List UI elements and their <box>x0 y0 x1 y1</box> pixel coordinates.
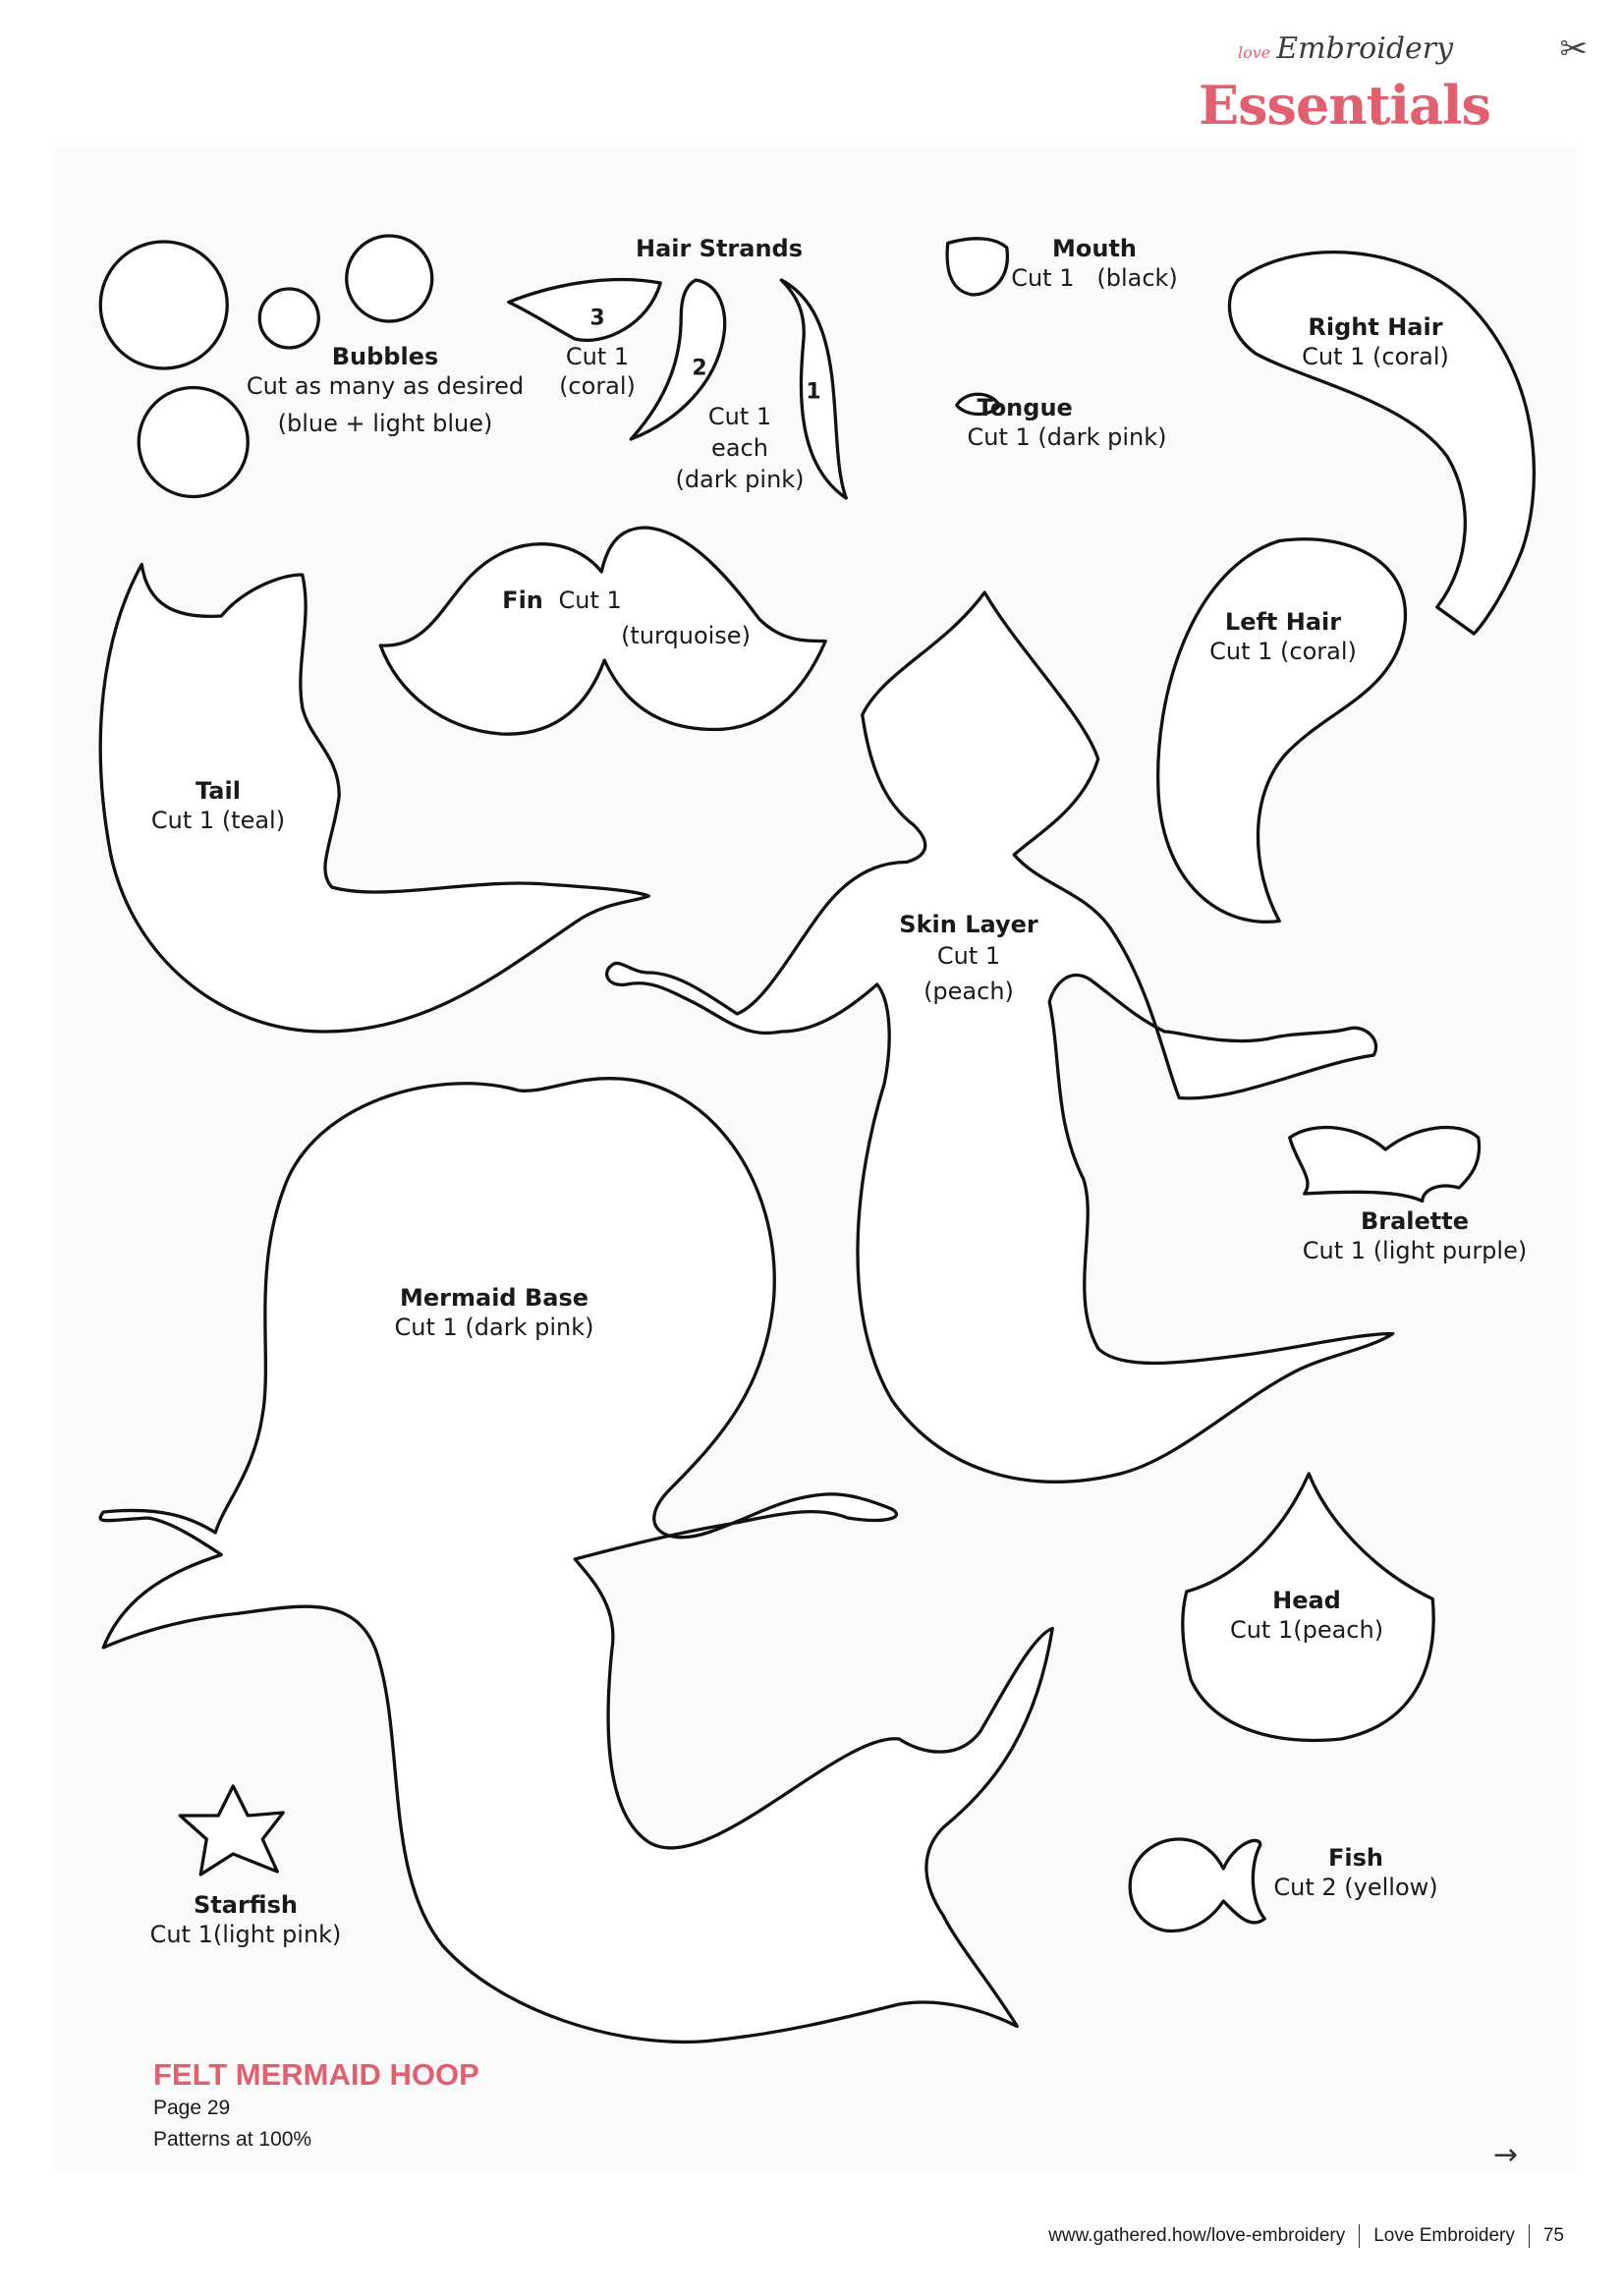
bubble-shape <box>345 234 434 323</box>
piece-cut: Cut 1 (black) <box>1011 264 1178 292</box>
piece-cut: Cut 2 (yellow) <box>1273 1874 1438 1901</box>
piece-cut: Cut 1(light pink) <box>149 1921 342 1948</box>
piece-name: Left Hair <box>1224 608 1342 636</box>
bralette-shape <box>1288 1125 1482 1204</box>
pattern-title: FELT MERMAID HOOP <box>153 2057 479 2092</box>
left-hair-shape <box>1156 537 1407 924</box>
logo-script: Embroidery <box>1276 31 1454 66</box>
scissors-icon: ✂ <box>1559 29 1589 69</box>
piece-name: Right Hair <box>1308 313 1443 341</box>
hair-strands-title: Hair Strands <box>636 234 803 263</box>
divider <box>1359 2224 1361 2248</box>
piece-name: Fish <box>1328 1844 1383 1872</box>
piece-cut: Cut 1 <box>936 942 1001 970</box>
divider <box>1528 2224 1530 2248</box>
hair-strands-1-2-label: Cut 1 each (dark pink) <box>675 401 804 495</box>
head-shape <box>1181 1472 1435 1743</box>
strand-number-2: 2 <box>692 356 707 381</box>
hair-strand-3-shape <box>507 277 662 342</box>
bubbles-label: Bubbles Cut as many as desired (blue + l… <box>247 342 524 438</box>
piece-color: (peach) <box>923 978 1014 1005</box>
piece-cut: Cut 1 (dark pink) <box>394 1314 594 1341</box>
piece-name: Fin <box>502 587 543 614</box>
bubble-shape <box>257 287 320 350</box>
piece-name: Tail <box>196 777 241 805</box>
fish-shape <box>1128 1837 1266 1933</box>
piece-color: (blue + light blue) <box>277 410 493 437</box>
brand-logo: love Embroidery ✂ Essentials <box>1199 29 1592 143</box>
piece-cut: Cut 1 <box>558 587 622 614</box>
pattern-scale: Patterns at 100% <box>153 2128 312 2151</box>
piece-cut: Cut 1 <box>707 403 772 430</box>
piece-cut: Cut 1(peach) <box>1229 1616 1384 1644</box>
hair-strand-3-label: Cut 1 (coral) <box>559 342 636 401</box>
tail-label: Tail Cut 1 (teal) <box>151 776 285 835</box>
piece-name: Mouth <box>1051 235 1137 262</box>
bubble-shape <box>98 240 229 370</box>
tongue-label: Tongue Cut 1 (dark pink) <box>968 393 1167 452</box>
piece-name: Head <box>1272 1587 1341 1614</box>
mermaid-base-shape <box>98 1077 1054 2044</box>
piece-cut: Cut 1 (coral) <box>1209 638 1357 665</box>
left-hair-label: Left Hair Cut 1 (coral) <box>1209 607 1357 666</box>
arrow-right-icon[interactable]: → <box>1493 2138 1519 2172</box>
fin-color: (turquoise) <box>621 622 751 649</box>
starfish-label: Starfish Cut 1(light pink) <box>150 1890 342 1949</box>
head-label: Head Cut 1(peach) <box>1230 1586 1383 1645</box>
logo-love: love <box>1238 43 1271 62</box>
piece-cut: Cut 1 (dark pink) <box>967 423 1167 451</box>
page-number: 75 <box>1542 2225 1564 2246</box>
piece-color: (dark pink) <box>675 466 805 493</box>
bralette-label: Bralette Cut 1 (light purple) <box>1303 1206 1527 1265</box>
mermaid-base-label: Mermaid Base Cut 1 (dark pink) <box>395 1283 594 1342</box>
piece-name: Mermaid Base <box>399 1284 589 1312</box>
piece-cut: Cut 1 (light purple) <box>1302 1237 1528 1264</box>
mouth-shape <box>945 237 1009 297</box>
hair-strand-2-shape <box>629 278 727 441</box>
bubble-shape <box>137 385 250 499</box>
piece-name: Hair Strands <box>635 235 804 262</box>
logo-main: Essentials <box>1199 74 1491 137</box>
piece-name: Skin Layer <box>899 911 1038 938</box>
hair-strand-1-shape <box>779 278 848 500</box>
strand-number-1: 1 <box>806 379 821 405</box>
mouth-label: Mouth Cut 1 (black) <box>1011 234 1178 293</box>
piece-name: Bubbles <box>331 343 439 370</box>
piece-cut: each <box>711 434 768 462</box>
footer-url[interactable]: www.gathered.how/love-embroidery <box>1048 2225 1346 2246</box>
footer: www.gathered.how/love-embroidery Love Em… <box>1048 2224 1564 2248</box>
skin-layer-shape <box>605 590 1395 1484</box>
fin-shape <box>378 526 827 736</box>
piece-name: Bralette <box>1360 1207 1470 1235</box>
tongue-shape <box>955 392 1001 417</box>
page-reference: Page 29 <box>153 2097 231 2119</box>
logo-top-line: love Embroidery <box>1238 29 1453 69</box>
right-hair-shape <box>1227 250 1536 636</box>
piece-cut: Cut as many as desired <box>246 372 525 400</box>
tail-shape <box>98 562 650 1034</box>
right-hair-label: Right Hair Cut 1 (coral) <box>1302 312 1449 371</box>
piece-name: Tongue <box>977 394 1073 421</box>
piece-cut: Cut 1 <box>565 343 630 370</box>
footer-magazine: Love Embroidery <box>1373 2225 1515 2246</box>
fish-label: Fish Cut 2 (yellow) <box>1273 1843 1437 1902</box>
piece-name: Starfish <box>194 1891 298 1919</box>
strand-number-3: 3 <box>589 306 605 331</box>
starfish-shape <box>178 1784 285 1876</box>
fin-label: Fin Cut 1 <box>502 586 622 615</box>
piece-color: (coral) <box>559 372 636 400</box>
piece-cut: Cut 1 (coral) <box>1302 343 1449 370</box>
skin-layer-label: Skin Layer Cut 1 (peach) <box>899 909 1037 1007</box>
piece-cut: Cut 1 (teal) <box>150 807 286 834</box>
